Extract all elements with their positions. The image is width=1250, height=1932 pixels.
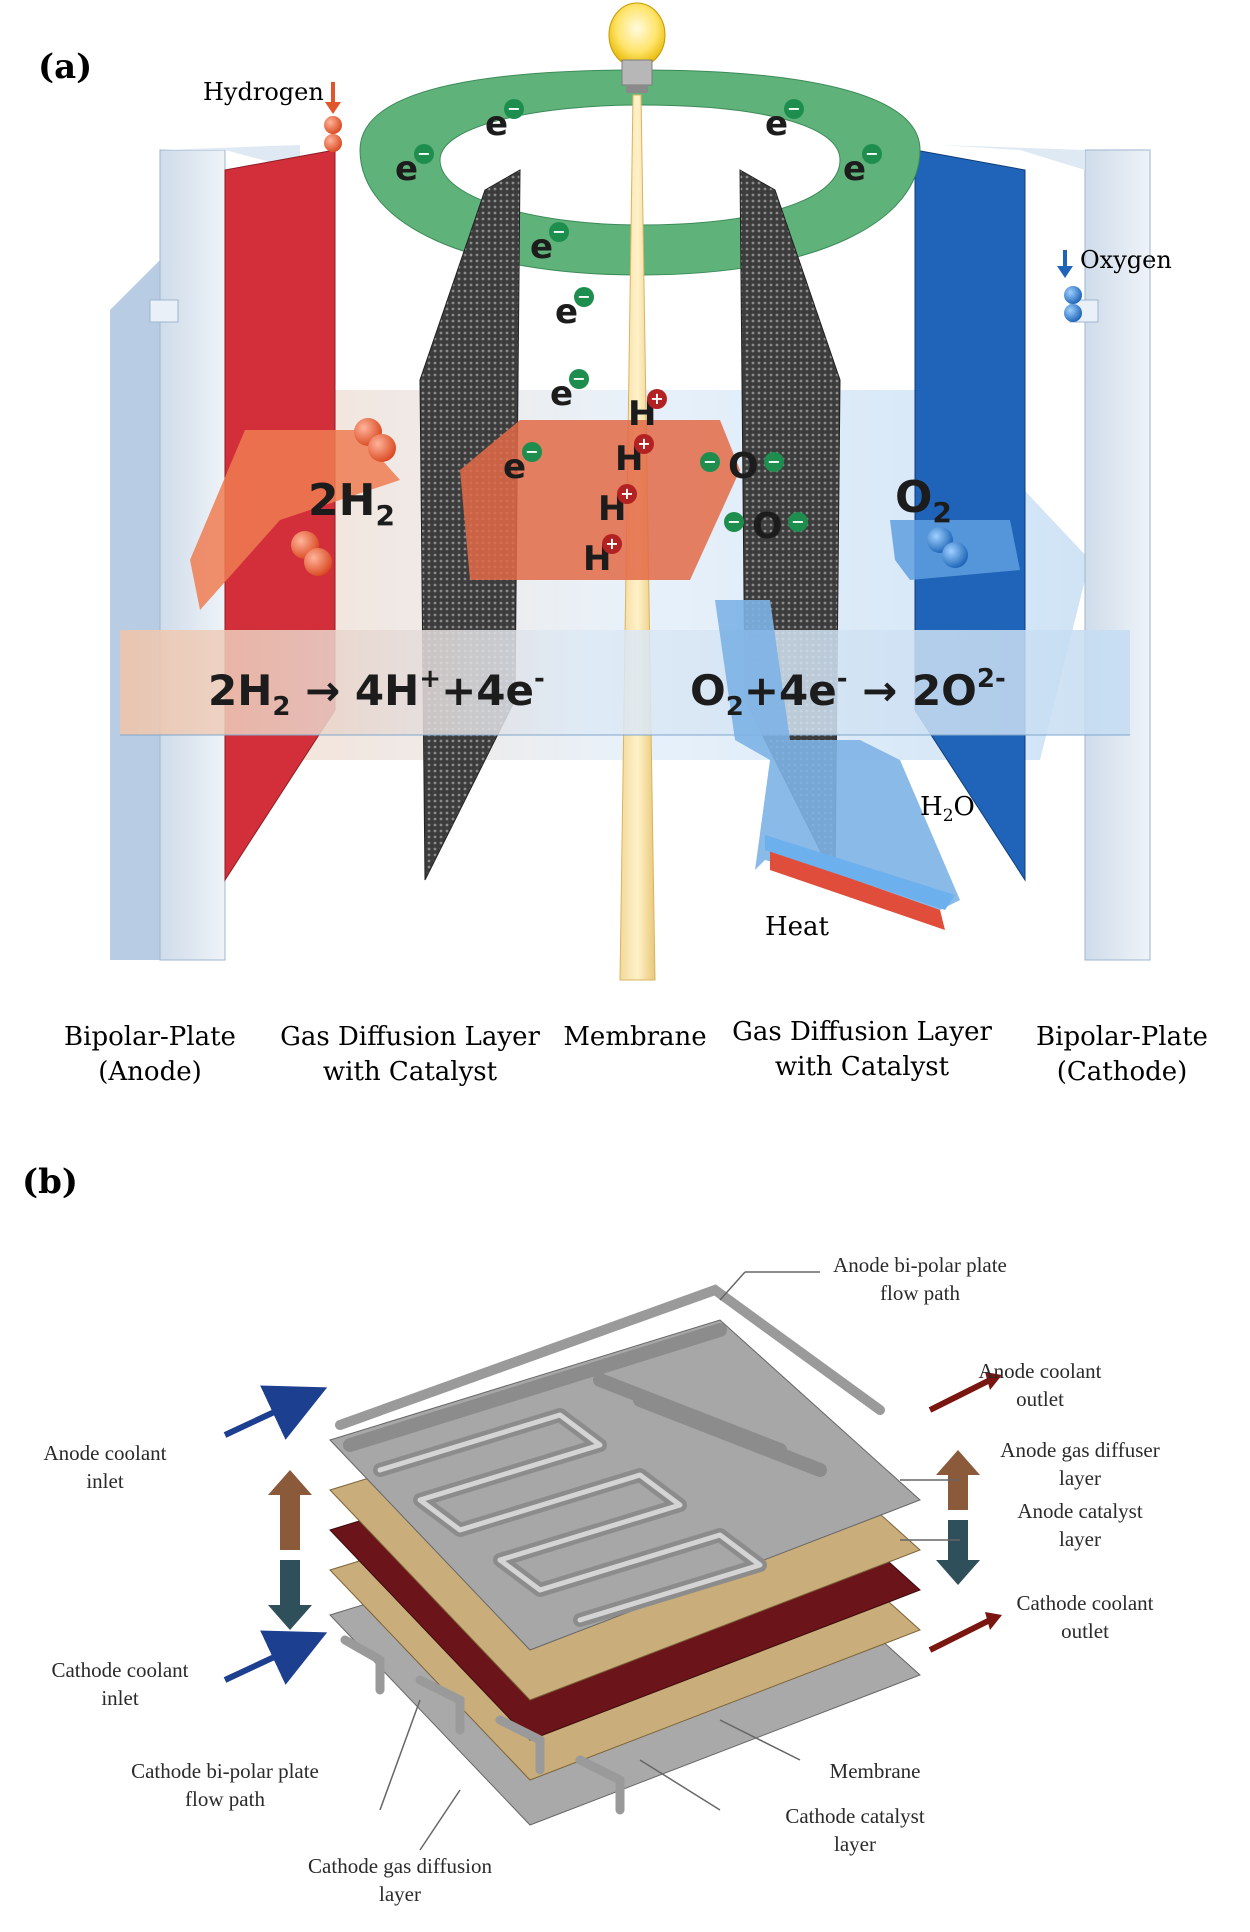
- gdl-left-line1: Gas Diffusion Layer: [280, 1022, 540, 1052]
- layer-stack: [329, 1284, 921, 1826]
- gdl-right-line1: Gas Diffusion Layer: [732, 1017, 992, 1047]
- svg-text:e: e: [395, 149, 418, 189]
- equation-band: [120, 630, 1130, 735]
- svg-text:e: e: [765, 104, 788, 144]
- membrane-b-label: Membrane: [830, 1759, 921, 1783]
- proton-icon: H+: [583, 534, 622, 579]
- electron-icon: e−: [530, 222, 569, 267]
- electron-icon: e−: [395, 144, 434, 189]
- anode-outlet-line1: Anode coolant: [978, 1359, 1101, 1383]
- cathode-flow-line1: Cathode bi-polar plate: [131, 1759, 319, 1783]
- proton-icon: H+: [615, 434, 654, 479]
- oxide-ion-icon: − −O: [700, 446, 784, 487]
- svg-text:+: +: [650, 389, 663, 408]
- cathode-inlet-line2: inlet: [101, 1686, 138, 1710]
- proton-group: H+H+H+H+: [583, 389, 667, 579]
- cathode-gdl-line1: Cathode gas diffusion: [308, 1854, 492, 1878]
- h2o-label: H2O: [920, 792, 975, 826]
- svg-text:e: e: [843, 149, 866, 189]
- svg-text:e: e: [530, 227, 553, 267]
- panel-b-labels: Anode bi-polar plate flow path Anode coo…: [43, 1253, 1159, 1906]
- heat-label: Heat: [765, 912, 830, 942]
- electron-icon: e−: [555, 287, 594, 332]
- svg-text:−: −: [787, 99, 800, 118]
- gdl-left-line2: with Catalyst: [323, 1057, 498, 1087]
- cathode-gdl-line2: layer: [379, 1882, 421, 1906]
- electron-icon: e−: [503, 442, 542, 487]
- svg-text:−: −: [507, 99, 520, 118]
- gdl-right-line2: with Catalyst: [775, 1052, 950, 1082]
- svg-text:−: −: [791, 512, 804, 531]
- anode-catalyst-line1: Anode catalyst: [1017, 1499, 1143, 1523]
- svg-text:−: −: [552, 222, 565, 241]
- light-bulb-icon: [608, 2, 666, 93]
- cathode-outlet-line2: outlet: [1061, 1619, 1109, 1643]
- oxide-group: −−O−−O: [700, 446, 808, 547]
- anode-equation: 2H2 → 4H++4e-: [208, 664, 545, 722]
- anode-gdl-line1: Anode gas diffuser: [1000, 1438, 1159, 1462]
- svg-text:e: e: [485, 104, 508, 144]
- bp-cathode-line1: Bipolar-Plate: [1036, 1022, 1208, 1052]
- svg-text:e: e: [503, 447, 526, 487]
- anode-flow-line1: Anode bi-polar plate: [833, 1253, 1007, 1277]
- electron-icon: e−: [550, 369, 589, 414]
- hydrogen-label: Hydrogen: [203, 78, 324, 106]
- svg-text:−: −: [865, 144, 878, 163]
- anode-inlet-line2: inlet: [86, 1469, 123, 1493]
- bp-cathode-line2: (Cathode): [1057, 1057, 1188, 1087]
- cathode-flow-line2: flow path: [185, 1787, 265, 1811]
- svg-text:−: −: [703, 452, 716, 471]
- electron-group: e−e−e−e−e−e−e−e−: [395, 99, 882, 487]
- svg-text:−: −: [577, 287, 590, 306]
- svg-text:−: −: [525, 442, 538, 461]
- cathode-outlet-line1: Cathode coolant: [1016, 1591, 1153, 1615]
- h2-molecules: [291, 418, 396, 576]
- bp-anode-line1: Bipolar-Plate: [64, 1022, 236, 1052]
- oxide-ion-icon: − −O: [724, 506, 808, 547]
- svg-text:−: −: [572, 369, 585, 388]
- panel-a-bottom-labels: Bipolar-Plate (Anode) Gas Diffusion Laye…: [64, 1017, 1208, 1087]
- o2-label: O2: [895, 472, 952, 529]
- cathode-catalyst-line2: layer: [834, 1832, 876, 1856]
- proton-icon: H+: [628, 389, 667, 434]
- electron-icon: e−: [843, 144, 882, 189]
- anode-outlet-line2: outlet: [1016, 1387, 1064, 1411]
- svg-text:O: O: [752, 506, 783, 547]
- svg-text:O: O: [728, 446, 759, 487]
- cathode-catalyst-line1: Cathode catalyst: [785, 1804, 925, 1828]
- hydrogen-inlet: Hydrogen: [203, 78, 342, 152]
- oxygen-inlet: Oxygen: [1057, 246, 1172, 322]
- svg-text:−: −: [417, 144, 430, 163]
- anode-gas-sheet: [190, 430, 400, 610]
- cathode-equation: O2+4e- → 2O2-: [690, 664, 1006, 722]
- svg-text:+: +: [637, 434, 650, 453]
- anode-inlet-line1: Anode coolant: [43, 1441, 166, 1465]
- bp-anode-line2: (Anode): [98, 1057, 202, 1087]
- proton-icon: H+: [598, 484, 637, 529]
- svg-text:−: −: [767, 452, 780, 471]
- svg-text:+: +: [605, 534, 618, 553]
- oxygen-label: Oxygen: [1080, 246, 1172, 274]
- cathode-inlet-line1: Cathode coolant: [51, 1658, 188, 1682]
- leader-lines: [379, 1271, 960, 1851]
- svg-text:−: −: [727, 512, 740, 531]
- anode-gdl-line2: layer: [1059, 1466, 1101, 1490]
- svg-text:e: e: [550, 374, 573, 414]
- electron-icon: e−: [485, 99, 524, 144]
- electron-icon: e−: [765, 99, 804, 144]
- anode-flow-line2: flow path: [880, 1281, 960, 1305]
- panel-a-label: (a): [38, 47, 92, 87]
- svg-text:+: +: [620, 484, 633, 503]
- svg-text:e: e: [555, 292, 578, 332]
- anode-catalyst-line2: layer: [1059, 1527, 1101, 1551]
- o2-molecule: [927, 527, 968, 568]
- h2-label: 2H2: [308, 475, 395, 532]
- panel-b-label: (b): [22, 1162, 78, 1202]
- water-heat-arrow: [715, 600, 960, 930]
- membrane-label: Membrane: [563, 1022, 706, 1052]
